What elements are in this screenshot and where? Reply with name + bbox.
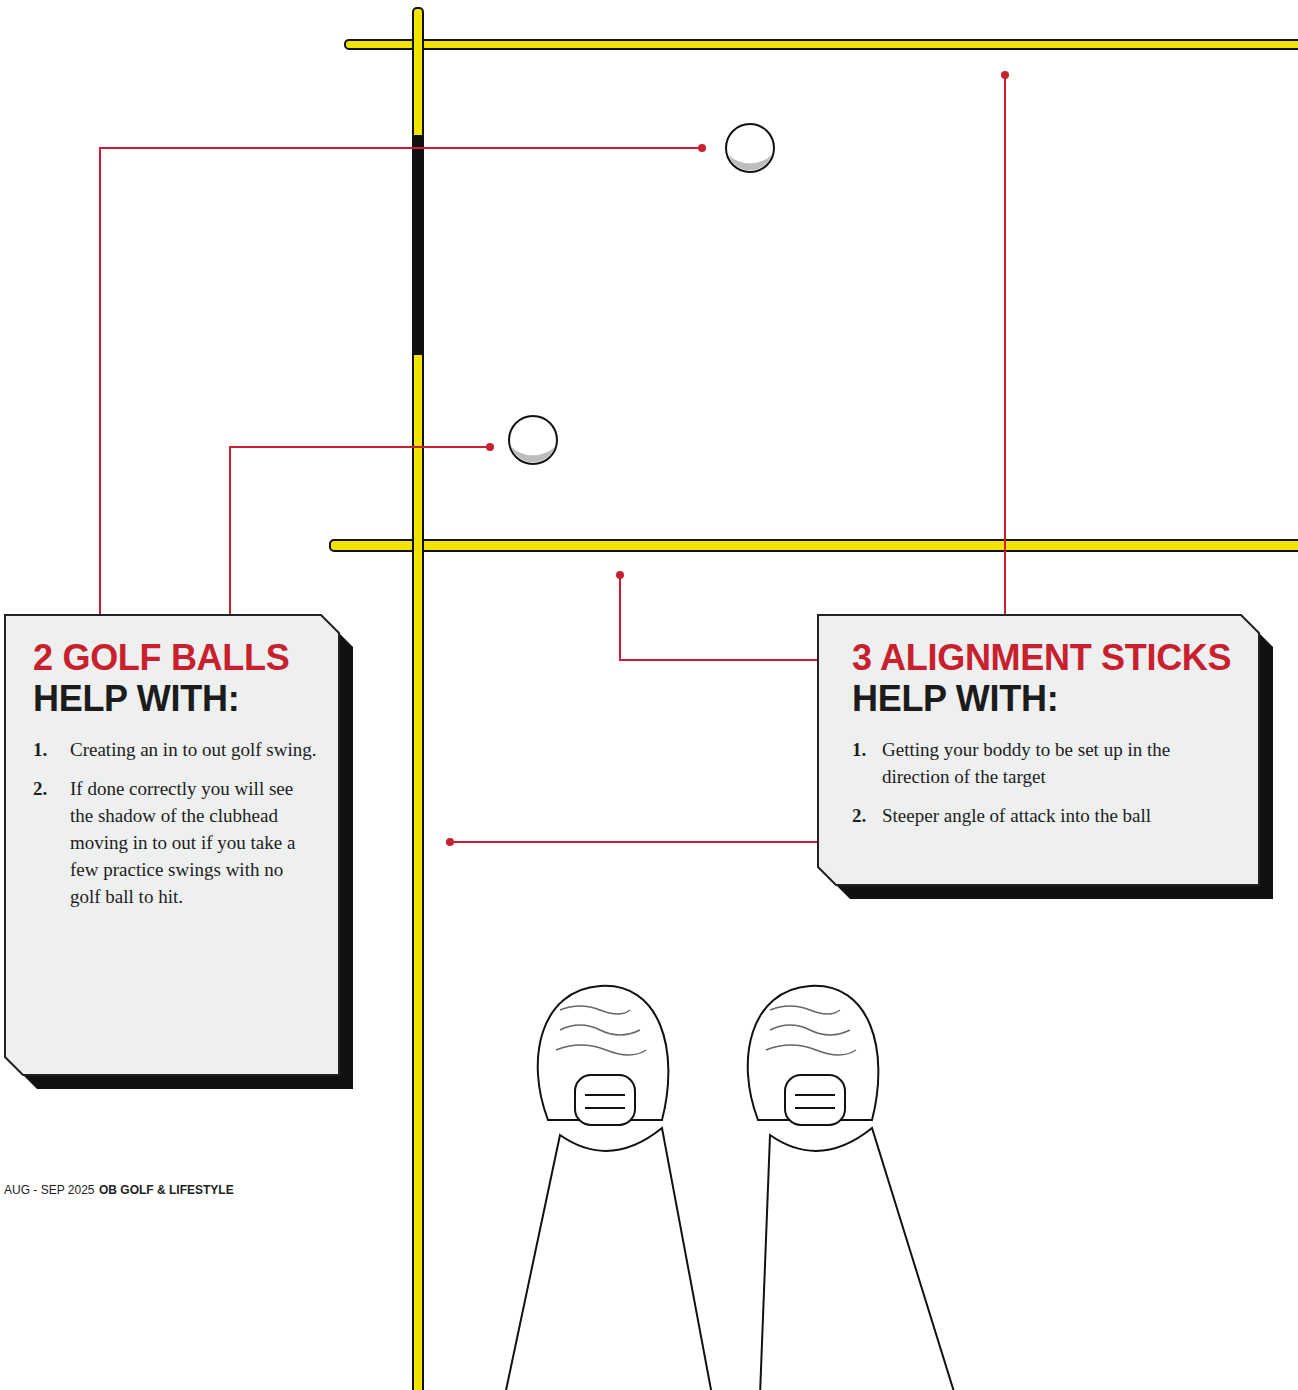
callout-heading: 3 ALIGNMENT STICKS	[852, 637, 1239, 678]
leader-dot	[1001, 71, 1009, 79]
leader-dot	[698, 144, 706, 152]
legs	[505, 1128, 955, 1390]
list-item: 1.Creating an in to out golf swing.	[33, 736, 317, 763]
box-face	[818, 615, 1259, 885]
leader-line	[230, 447, 488, 615]
footer-text: AUG - SEP 2025	[4, 1183, 95, 1197]
alignment-stick	[330, 540, 1298, 551]
list-item: 2.If done correctly you will see the sha…	[33, 775, 317, 910]
shoe-laces	[575, 1075, 635, 1125]
leader-dot	[616, 571, 624, 579]
trouser-leg	[760, 1128, 955, 1390]
golf-ball	[509, 416, 557, 464]
list-number: 2.	[852, 802, 882, 829]
horizontal-alignment-sticks	[330, 40, 1298, 551]
leader-line	[620, 577, 818, 660]
list-number: 1.	[33, 736, 70, 763]
golf-ball	[726, 124, 774, 172]
stick-band	[413, 135, 423, 355]
list-number: 2.	[33, 775, 70, 910]
vertical-alignment-stick	[413, 8, 423, 1390]
list-item: 1.Getting your boddy to be set up in the…	[852, 736, 1239, 790]
leader-line	[452, 841, 818, 843]
leader-dot	[486, 443, 494, 451]
callout-subheading: HELP WITH:	[33, 678, 317, 719]
callout-subheading: HELP WITH:	[852, 678, 1239, 719]
laces	[795, 1095, 835, 1108]
footer-text: OB GOLF & LIFESTYLE	[99, 1183, 234, 1197]
list-text: If done correctly you will see the shado…	[70, 775, 317, 910]
callout-heading: 2 GOLF BALLS	[33, 637, 317, 678]
alignment-stick	[413, 8, 423, 1390]
box-face	[5, 615, 339, 1075]
alignment-stick	[345, 40, 1298, 49]
list-item: 2.Steeper angle of attack into the ball	[852, 802, 1239, 829]
shoe-tread	[766, 1006, 856, 1055]
list-number: 1.	[852, 736, 882, 790]
ball-shade	[728, 154, 772, 170]
list-text: Steeper angle of attack into the ball	[882, 802, 1239, 829]
trouser-leg	[505, 1128, 712, 1390]
list-text: Getting your boddy to be set up in the d…	[882, 736, 1239, 790]
leader-line	[1004, 77, 1006, 615]
ball-shade	[511, 446, 555, 462]
callout-box: 2 GOLF BALLSHELP WITH: 1.Creating an in t…	[5, 615, 339, 1075]
laces	[585, 1095, 625, 1108]
shoes	[538, 986, 879, 1125]
shoe-tread	[556, 1006, 646, 1055]
leader-line	[100, 148, 700, 615]
leader-dot	[446, 838, 454, 846]
shoe-laces	[785, 1075, 845, 1125]
golf-balls	[509, 124, 774, 464]
callout-box: 3 ALIGNMENT STICKSHELP WITH: 1.Getting yo…	[818, 615, 1259, 885]
list-text: Creating an in to out golf swing.	[70, 736, 317, 763]
